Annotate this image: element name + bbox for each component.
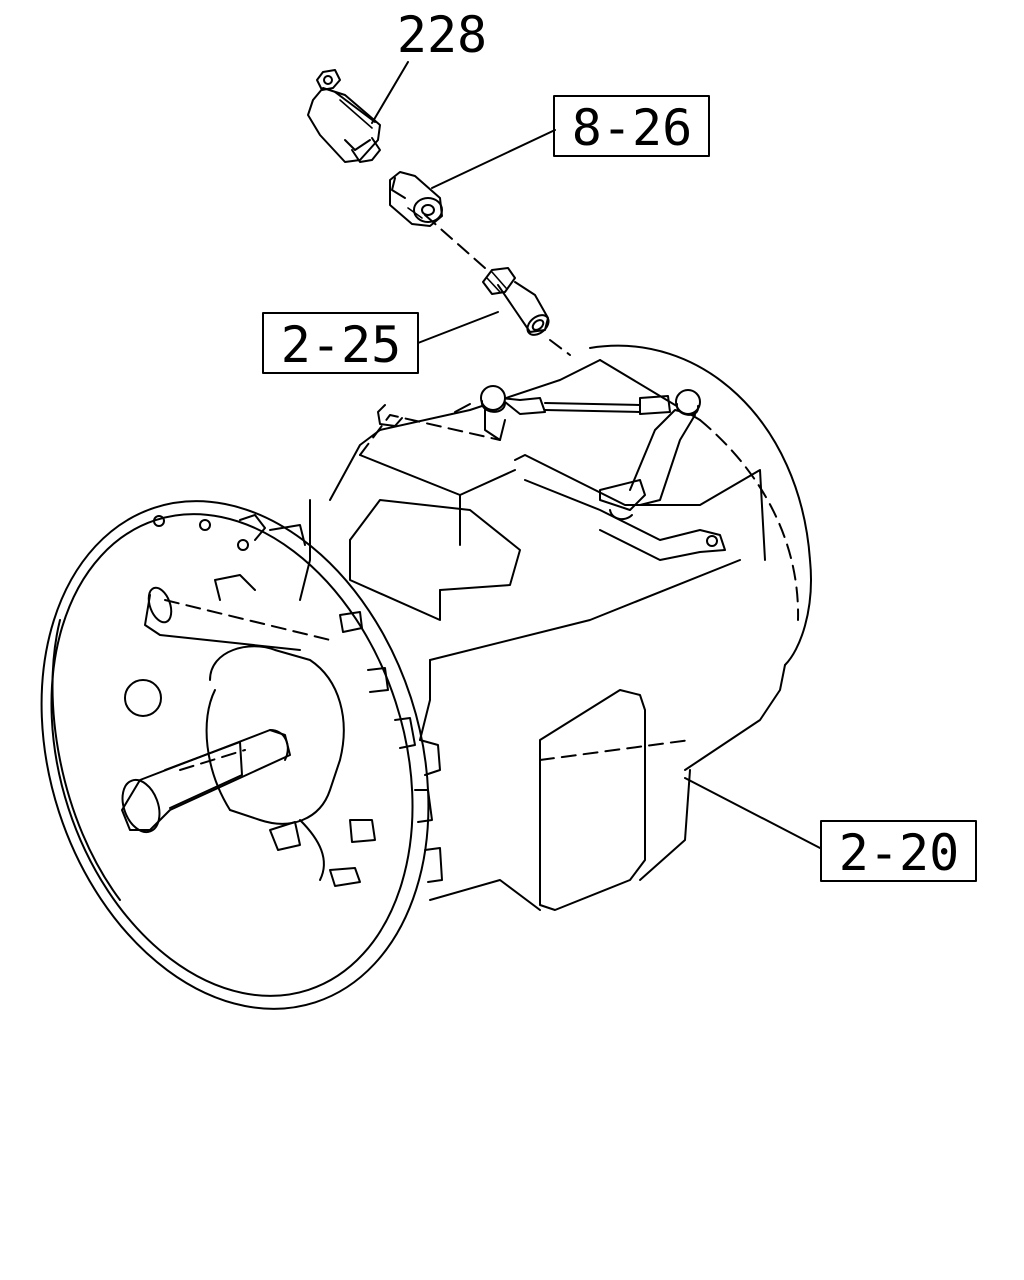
leader-2-25 bbox=[417, 311, 499, 344]
callout-8-26[interactable]: 8-26 bbox=[553, 95, 710, 157]
transmission-assembly bbox=[40, 344, 812, 1010]
callout-8-26-text: 8-26 bbox=[572, 99, 692, 157]
callout-2-25-text: 2-25 bbox=[281, 316, 401, 374]
callout-8-26-box bbox=[553, 95, 710, 157]
callout-2-20[interactable]: 2-20 bbox=[820, 820, 977, 882]
connector-part bbox=[389, 171, 443, 227]
callout-2-25[interactable]: 2-25 bbox=[262, 312, 419, 374]
leader-8-26 bbox=[431, 129, 556, 189]
callout-2-20-text: 2-20 bbox=[839, 824, 959, 882]
leader-228 bbox=[371, 61, 409, 124]
shift-pin-part bbox=[482, 267, 571, 356]
assembly-centerline bbox=[424, 214, 486, 269]
callout-2-20-box bbox=[820, 820, 977, 882]
leader-2-20 bbox=[684, 777, 821, 849]
callout-228[interactable]: 228 bbox=[397, 6, 487, 64]
callout-228-text: 228 bbox=[397, 6, 487, 64]
callout-2-25-box bbox=[262, 312, 419, 374]
sensor-switch-part bbox=[307, 69, 381, 163]
